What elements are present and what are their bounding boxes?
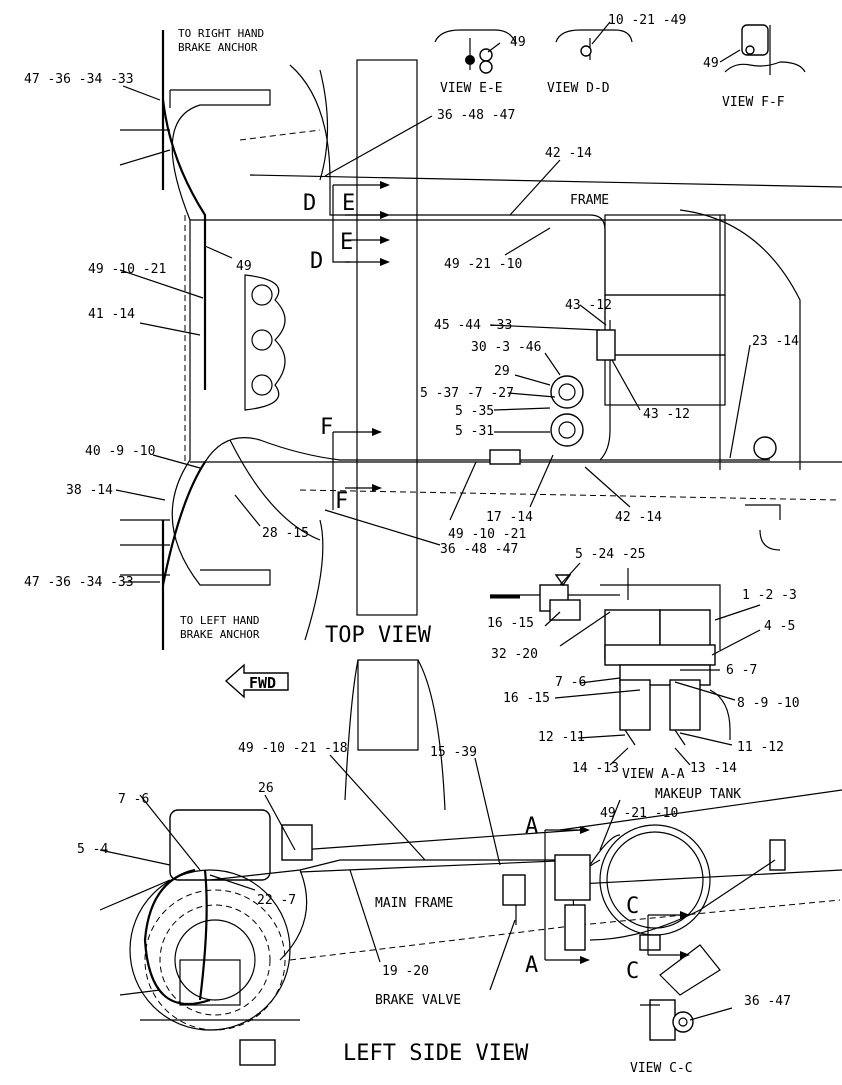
callout: 28 -15	[262, 526, 309, 541]
callout: 17 -14	[486, 510, 533, 525]
section-letters: D E E D F F A A C C	[303, 191, 639, 984]
callout: 49 -10 -21	[88, 262, 166, 277]
view-titles: TOP VIEW LEFT SIDE VIEW VIEW A-A VIEW C-…	[325, 81, 785, 1076]
left-side-leaders	[99, 754, 733, 1021]
view-ee-geometry	[434, 29, 516, 74]
callout: 43 -12	[643, 407, 690, 422]
callout: 49 -10 -21 -18	[238, 741, 348, 756]
callout: 6 -7	[726, 663, 757, 678]
callout: 8 -9 -10	[737, 696, 800, 711]
callout: 40 -9 -10	[85, 444, 155, 459]
section-letter-d1: D	[303, 191, 316, 216]
section-letter-a1: A	[525, 814, 538, 839]
callout: 49	[703, 56, 719, 71]
view-title-ff: VIEW F-F	[722, 95, 785, 110]
callout: 42 -14	[545, 146, 592, 161]
callout: 45 -44 -33	[434, 318, 512, 333]
callout: 22 -7	[257, 893, 296, 908]
section-letter-c2: C	[626, 959, 639, 984]
fwd-arrow	[224, 663, 289, 699]
callout: 49	[510, 35, 526, 50]
callout: 32 -20	[491, 647, 538, 662]
callout: 1 -2 -3	[742, 588, 797, 603]
view-dd-geometry	[555, 21, 633, 60]
callout: 49 -21 -10	[600, 806, 678, 821]
callout: 5 -4	[77, 842, 108, 857]
callout: 11 -12	[737, 740, 784, 755]
callout: 23 -14	[752, 334, 799, 349]
view-title-aa: VIEW A-A	[622, 767, 685, 782]
top-view-leaders	[115, 85, 751, 583]
callout: 13 -14	[690, 761, 737, 776]
callout: 12 -11	[538, 730, 585, 745]
section-letter-f2: F	[335, 489, 348, 514]
note-frame: FRAME	[570, 193, 609, 208]
fwd-label: FWD	[249, 674, 276, 692]
callout: 16 -15	[503, 691, 550, 706]
view-title-dd: VIEW D-D	[547, 81, 610, 96]
section-letter-d2: D	[310, 249, 323, 274]
callout: 7 -6	[118, 792, 149, 807]
callout: 41 -14	[88, 307, 135, 322]
callout: 38 -14	[66, 483, 113, 498]
callout: 10 -21 -49	[608, 13, 686, 28]
callout: 26	[258, 781, 274, 796]
callout: 14 -13	[572, 761, 619, 776]
notes: TO RIGHT HAND BRAKE ANCHOR TO LEFT HAND …	[178, 27, 741, 1008]
view-title-top: TOP VIEW	[325, 623, 432, 648]
callout: 5 -24 -25	[575, 547, 645, 562]
note-left-anchor-2: BRAKE ANCHOR	[180, 628, 260, 641]
callout: 36 -48 -47	[437, 108, 515, 123]
callout: 47 -36 -34 -33	[24, 575, 134, 590]
top-view-geometry	[119, 30, 842, 650]
callout: 30 -3 -46	[471, 340, 541, 355]
section-letter-a2: A	[525, 953, 538, 978]
view-ff-geometry	[719, 24, 806, 75]
section-letter-f1: F	[320, 415, 333, 440]
left-side-view-geometry	[99, 659, 842, 1066]
view-aa-leaders	[544, 562, 761, 766]
callout: 16 -15	[487, 616, 534, 631]
section-letter-e2: E	[340, 230, 353, 255]
callout: 4 -5	[764, 619, 795, 634]
callouts: 47 -36 -34 -33 36 -48 -47 42 -14 49 10 -…	[24, 13, 800, 1009]
callout: 49 -10 -21	[448, 527, 526, 542]
callout: 5 -31	[455, 424, 494, 439]
callout: 42 -14	[615, 510, 662, 525]
callout: 36 -48 -47	[440, 542, 518, 557]
view-aa-geometry	[490, 568, 731, 746]
note-makeup-tank: MAKEUP TANK	[655, 787, 741, 802]
callout: 5 -37 -7 -27	[420, 386, 514, 401]
callout: 49 -21 -10	[444, 257, 522, 272]
note-brake-valve: BRAKE VALVE	[375, 993, 461, 1008]
note-right-anchor-2: BRAKE ANCHOR	[178, 41, 258, 54]
callout: 49	[236, 259, 252, 274]
callout: 43 -12	[565, 298, 612, 313]
note-main-frame: MAIN FRAME	[375, 896, 453, 911]
callout: 29	[494, 364, 510, 379]
section-letter-c1: C	[626, 894, 639, 919]
section-letter-e1: E	[342, 191, 355, 216]
view-title-left-side: LEFT SIDE VIEW	[343, 1041, 529, 1066]
callout: 19 -20	[382, 964, 429, 979]
note-left-anchor-1: TO LEFT HAND	[180, 614, 259, 627]
callout: 47 -36 -34 -33	[24, 72, 134, 87]
callout: 7 -6	[555, 675, 586, 690]
callout: 5 -35	[455, 404, 494, 419]
view-title-cc: VIEW C-C	[630, 1061, 693, 1076]
note-right-anchor-1: TO RIGHT HAND	[178, 27, 264, 40]
callout: 15 -39	[430, 745, 477, 760]
callout: 36 -47	[744, 994, 791, 1009]
view-title-ee: VIEW E-E	[440, 81, 503, 96]
